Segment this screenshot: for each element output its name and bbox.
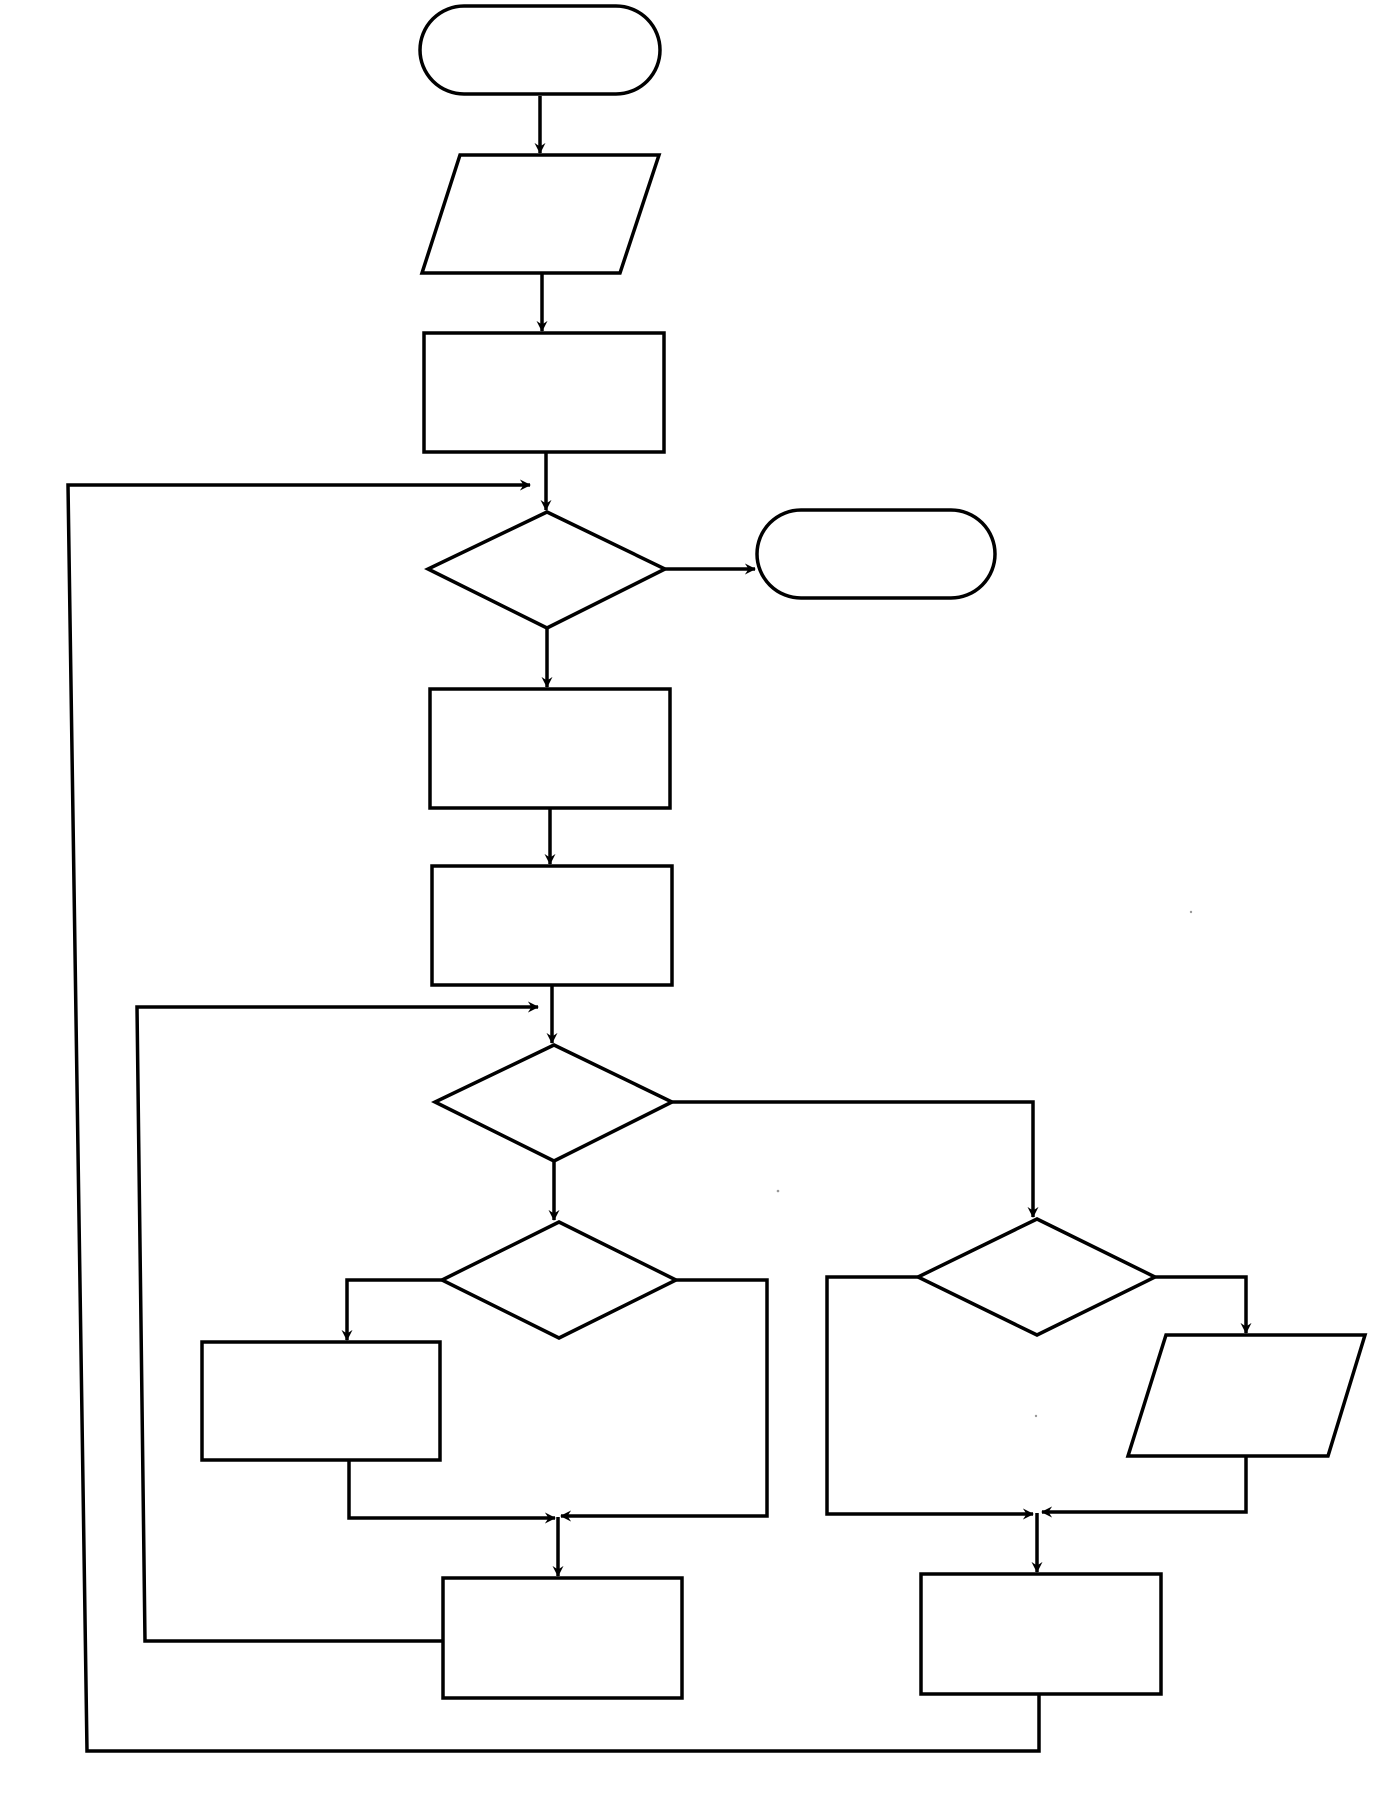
- decision-2-diamond: [431, 1043, 676, 1163]
- node-process-5: [441, 1576, 684, 1700]
- edge-output-1-to-merge: [1041, 1456, 1248, 1518]
- edge-process-5-loop-to-decision-2: [135, 1001, 539, 1643]
- input-1-parallelogram: [419, 153, 662, 275]
- node-process-3: [430, 864, 674, 987]
- output-1-parallelogram: [1125, 1333, 1368, 1458]
- node-end: [755, 508, 997, 600]
- node-process-6: [919, 1572, 1163, 1696]
- speck: [776, 1189, 780, 1193]
- decision-1-diamond: [424, 510, 669, 630]
- node-process-2: [428, 687, 672, 810]
- node-input-1: [419, 153, 662, 275]
- edge-process-6-loop-to-decision-1: [66, 479, 1041, 1753]
- node-process-1: [422, 331, 666, 454]
- process-6-box: [919, 1572, 1163, 1696]
- start-terminator: [418, 4, 662, 96]
- process-1-box: [422, 331, 666, 454]
- edge-decision-3-to-merge: [560, 1278, 769, 1522]
- node-output-1: [1125, 1333, 1368, 1458]
- speck: [1034, 1414, 1038, 1418]
- node-decision-1: [424, 510, 669, 630]
- process-4-box: [200, 1340, 442, 1462]
- node-decision-4: [914, 1217, 1159, 1337]
- node-process-4: [200, 1340, 442, 1462]
- process-3-box: [430, 864, 674, 987]
- process-5-box: [441, 1576, 684, 1700]
- node-decision-3: [438, 1220, 680, 1340]
- edge-decision-3-to-process-4: [341, 1278, 442, 1341]
- edge-decision-4-to-output-1: [1155, 1275, 1252, 1334]
- edge-process-4-to-merge: [347, 1460, 556, 1524]
- edge-decision-2-to-decision-4: [672, 1100, 1039, 1218]
- process-2-box: [428, 687, 672, 810]
- scan-specks: [776, 910, 1193, 1418]
- node-start: [418, 4, 662, 96]
- edge-decision-4-to-merge: [825, 1275, 1034, 1520]
- end-terminator: [755, 508, 997, 600]
- node-decision-2: [431, 1043, 676, 1163]
- decision-4-diamond: [914, 1217, 1159, 1337]
- decision-3-diamond: [438, 1220, 680, 1340]
- connectors: [66, 96, 1252, 1753]
- speck: [1189, 910, 1193, 914]
